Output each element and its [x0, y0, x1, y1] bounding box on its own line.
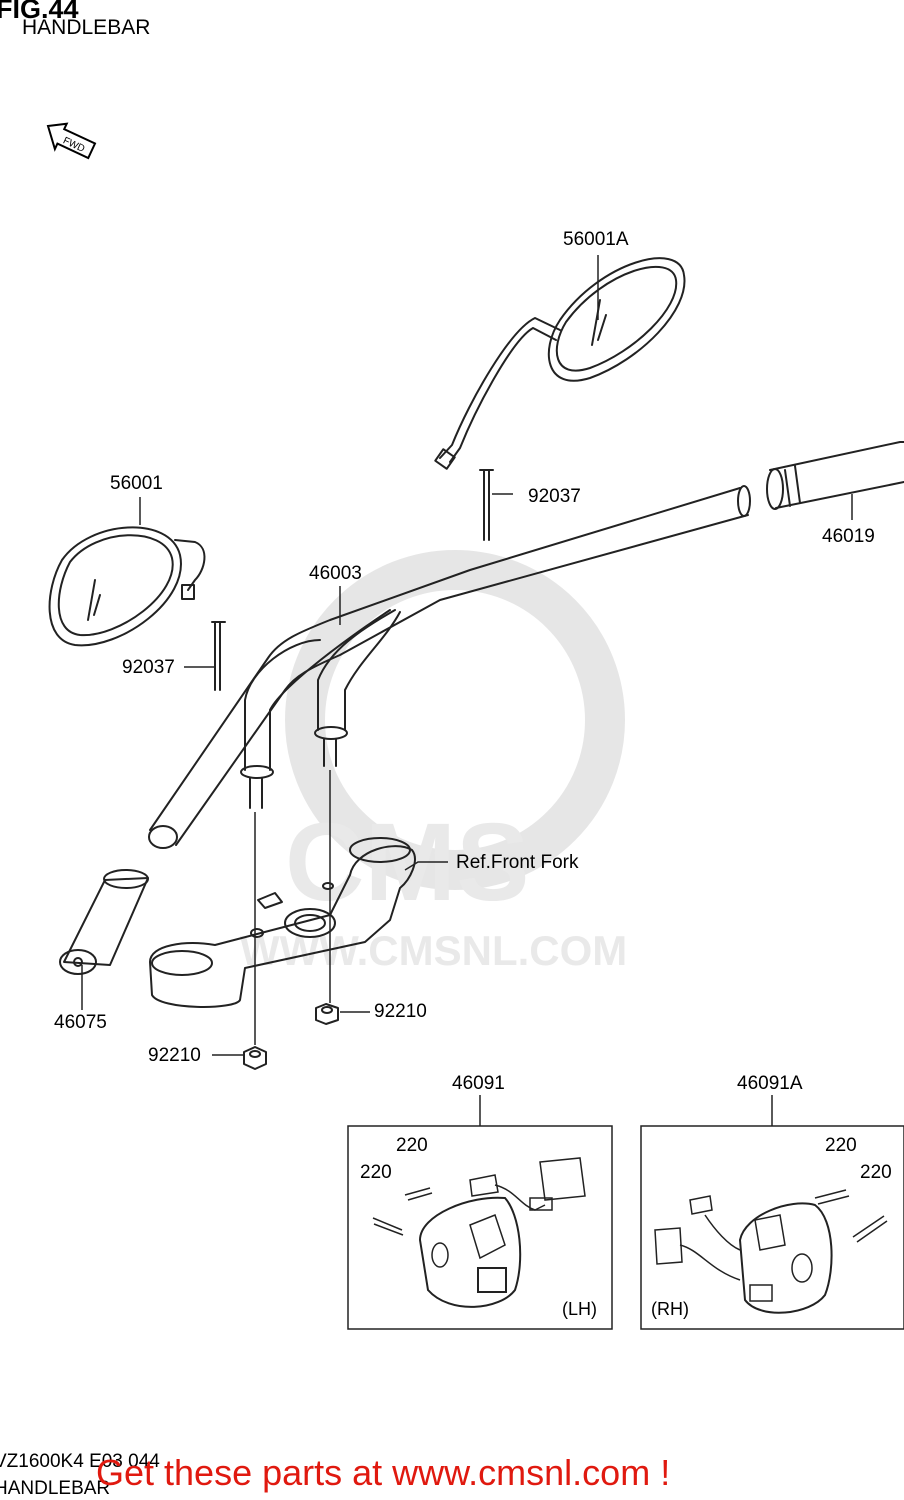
- mirror-right: [434, 257, 686, 470]
- grip-left: [59, 869, 149, 975]
- pin-right: [479, 469, 494, 541]
- svg-text:WWW.CMSNL.COM: WWW.CMSNL.COM: [240, 927, 627, 974]
- switch-box-rh: [640, 1125, 904, 1330]
- part-label-pin-left: 92037: [122, 657, 175, 678]
- fork-top-bridge: [149, 837, 416, 1008]
- cmsnl-watermark: CMS WWW.CMSNL.COM: [240, 550, 627, 974]
- part-label-screw-lh-2: 220: [360, 1162, 392, 1183]
- part-label-mirror-right: 56001A: [563, 229, 629, 250]
- part-label-switch-right: 46091A: [737, 1073, 803, 1094]
- part-label-screw-rh-1: 220: [825, 1135, 857, 1156]
- part-label-mirror-left: 56001: [110, 473, 163, 494]
- ref-front-fork-label: Ref.Front Fork: [456, 852, 579, 873]
- switch-box-lh: [347, 1125, 613, 1330]
- mirror-left: [48, 526, 206, 647]
- leader-lines: [81, 255, 853, 1126]
- part-label-pin-right: 92037: [528, 486, 581, 507]
- part-label-grip-left: 46075: [54, 1012, 107, 1033]
- part-label-nut-left: 92210: [148, 1045, 201, 1066]
- part-label-screw-lh-1: 220: [396, 1135, 428, 1156]
- part-label-handlebar: 46003: [309, 563, 362, 584]
- pin-left: [211, 621, 226, 691]
- figure-number: FIG.44: [0, 0, 79, 24]
- nut-left: [243, 1046, 267, 1070]
- diagram-code: VZ1600K4 E03 044: [0, 1451, 160, 1472]
- grip-right: [766, 441, 904, 510]
- diagram-footer-title: HANDLEBAR: [0, 1478, 111, 1499]
- fwd-arrow-icon: FWD: [46, 122, 97, 160]
- part-label-switch-left: 46091: [452, 1073, 505, 1094]
- svg-text:CMS: CMS: [285, 801, 529, 924]
- figure-title: HANDLEBAR: [22, 16, 151, 39]
- rh-side-label: (RH): [651, 1299, 689, 1319]
- part-label-nut-right: 92210: [374, 1001, 427, 1022]
- nut-right: [315, 1003, 339, 1025]
- promo-link[interactable]: Get these parts at www.cmsnl.com !: [96, 1452, 671, 1493]
- part-label-grip-right: 46019: [822, 526, 875, 547]
- part-label-screw-rh-2: 220: [860, 1162, 892, 1183]
- lh-side-label: (LH): [562, 1299, 597, 1319]
- handlebar: [148, 485, 751, 849]
